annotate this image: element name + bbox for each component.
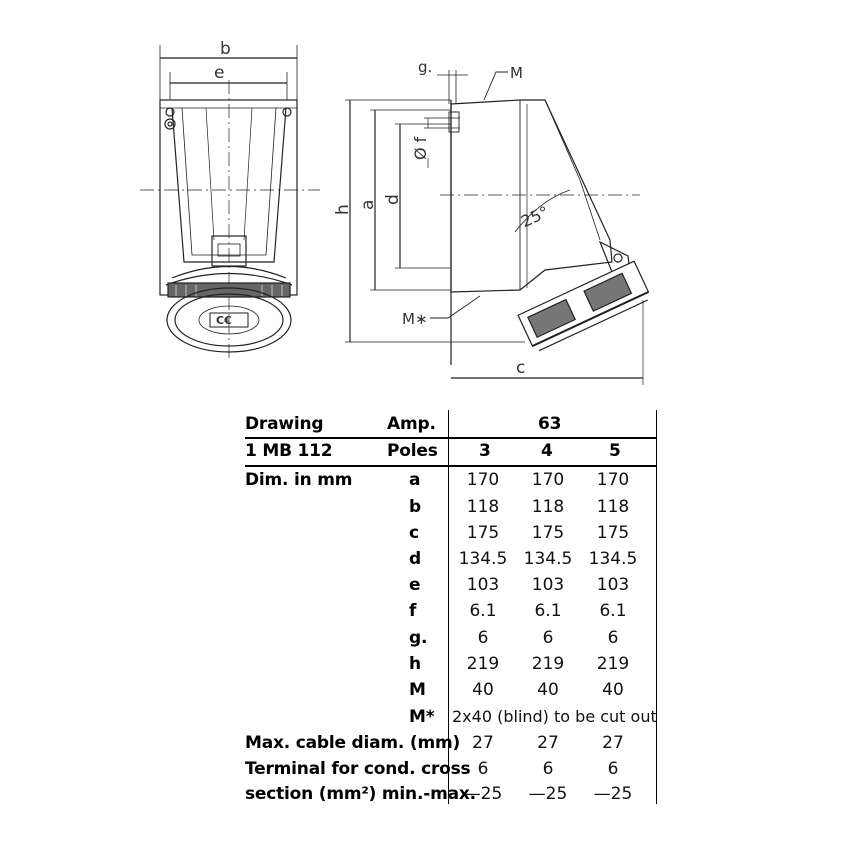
row-label-h: h — [409, 654, 421, 674]
row-f-col-4: 6.1 — [534, 601, 562, 621]
poles-label: Poles — [387, 441, 438, 461]
terminal-min-col-5: 6 — [607, 759, 619, 779]
row-a-col-4: 170 — [531, 470, 565, 490]
label-h: h — [333, 204, 353, 215]
row-M-col-4: 40 — [537, 680, 559, 700]
terminal-max-col-4: —25 — [528, 784, 568, 804]
row-label-a: a — [409, 470, 421, 490]
terminal-min-col-4: 6 — [542, 759, 554, 779]
row-M-col-3: 40 — [472, 680, 494, 700]
terminal-max-col-3: —25 — [463, 784, 503, 804]
row-f-col-3: 6.1 — [469, 601, 497, 621]
row-label-d: d — [409, 549, 421, 569]
label-a: a — [358, 200, 378, 210]
row-label-f: f — [409, 601, 417, 621]
cable-col-4: 27 — [537, 733, 559, 753]
row-label-g: g. — [409, 628, 428, 648]
row-e-col-5: 103 — [596, 575, 630, 595]
ce-mark: C€ — [216, 314, 232, 327]
label-M-star: M∗ — [402, 310, 428, 328]
row-e-col-4: 103 — [531, 575, 565, 595]
row-c-col-3: 175 — [466, 523, 500, 543]
label-b: b — [220, 39, 231, 59]
row-b-col-3: 118 — [466, 497, 500, 517]
amp-label: Amp. — [387, 414, 436, 434]
pole-4: 4 — [541, 441, 553, 461]
row-f-col-5: 6.1 — [599, 601, 627, 621]
row-d-col-5: 134.5 — [588, 549, 638, 569]
row-a-col-5: 170 — [596, 470, 630, 490]
row-g-col-3: 6 — [477, 628, 489, 648]
row-h-col-3: 219 — [466, 654, 500, 674]
cable-col-3: 27 — [472, 733, 494, 753]
label-d: d — [383, 194, 403, 205]
row-h-col-5: 219 — [596, 654, 630, 674]
table-right-edge — [656, 410, 658, 804]
pole-3: 3 — [479, 441, 491, 461]
row-b-col-5: 118 — [596, 497, 630, 517]
drawing-label: Drawing — [245, 414, 324, 434]
specification-table: Drawing 1 MB 112 Amp. 63 Poles 3 4 5 Dim… — [0, 408, 846, 828]
row-c-col-5: 175 — [596, 523, 630, 543]
row-M-star-value: 2x40 (blind) to be cut out — [452, 707, 657, 726]
row-d-col-4: 134.5 — [523, 549, 573, 569]
row-M-col-5: 40 — [602, 680, 624, 700]
row-e-col-3: 103 — [466, 575, 500, 595]
row-c-col-4: 175 — [531, 523, 565, 543]
terminal-max-col-5: —25 — [593, 784, 633, 804]
row-label-e: e — [409, 575, 421, 595]
row-h-col-4: 219 — [531, 654, 565, 674]
row-label-M-star: M* — [409, 707, 435, 727]
front-view — [140, 45, 320, 360]
terminal-label-line1: Terminal for cond. cross — [245, 759, 471, 779]
model-number: 1 MB 112 — [245, 441, 333, 461]
row-d-col-3: 134.5 — [458, 549, 508, 569]
amp-value: 63 — [538, 414, 562, 434]
row-g-col-5: 6 — [607, 628, 619, 648]
technical-drawing: b e g. M h a d Ø f 25° M∗ c C€ — [140, 39, 650, 385]
pole-5: 5 — [609, 441, 621, 461]
label-M: M — [510, 64, 523, 82]
row-g-col-4: 6 — [542, 628, 554, 648]
row-a-col-3: 170 — [466, 470, 500, 490]
cable-col-5: 27 — [602, 733, 624, 753]
label-g: g. — [418, 58, 432, 76]
header-rule-2 — [448, 438, 657, 439]
cable-label: Max. cable diam. (mm) — [245, 733, 461, 753]
label-angle: 25° — [518, 202, 552, 231]
label-f: Ø f — [411, 136, 430, 160]
header-rule-3 — [245, 465, 657, 467]
dim-label: Dim. in mm — [245, 470, 353, 490]
row-label-M: M — [409, 680, 426, 700]
terminal-label-line2: section (mm²) min.-max. — [245, 784, 476, 804]
header-rule-1 — [245, 437, 657, 439]
row-label-c: c — [409, 523, 419, 543]
label-c: c — [516, 358, 525, 378]
label-e: e — [214, 63, 224, 83]
terminal-min-col-3: 6 — [477, 759, 489, 779]
column-divider — [448, 410, 450, 804]
side-view — [345, 70, 650, 385]
row-label-b: b — [409, 497, 421, 517]
row-b-col-4: 118 — [531, 497, 565, 517]
